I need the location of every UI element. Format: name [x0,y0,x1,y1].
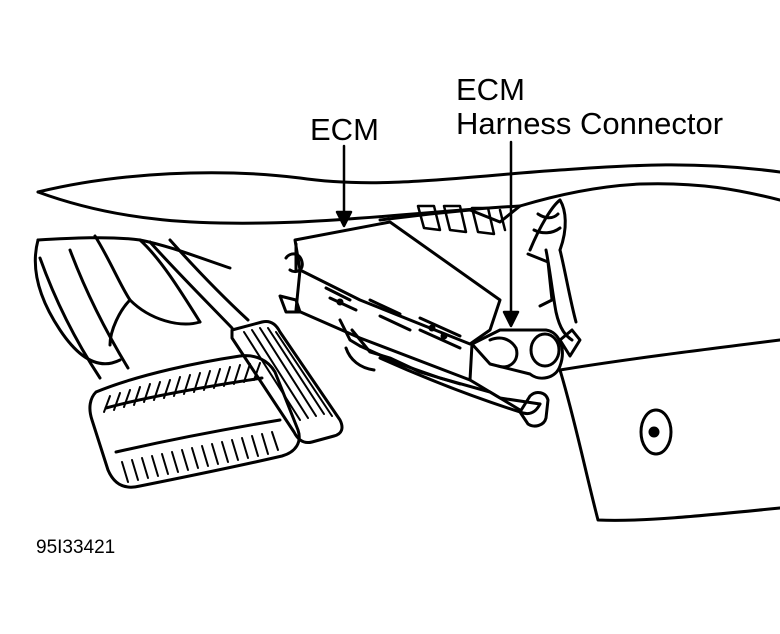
kick-panel [558,338,780,522]
dashboard-outline [36,163,780,225]
figure-id: 95I33421 [36,537,116,558]
harness-connector-label-line2: Harness Connector [456,106,724,141]
brake-pedal-pad [88,354,301,489]
ecm-mounting-bracket [344,346,550,428]
callout-arrow-harness-connector [502,140,520,328]
dash-vents [416,204,507,236]
ecm-module [278,220,542,412]
brake-pedal-arm [38,248,130,380]
harness-connector [470,328,582,380]
harness-connector-label-line1: ECM [456,72,525,107]
ecm-label: ECM [310,112,379,147]
accelerator-pedal-pad [230,320,344,444]
steering-column [33,234,232,366]
wiring-harness [526,198,578,342]
callout-arrow-ecm [335,144,353,228]
accelerator-pedal-arm [148,238,250,330]
